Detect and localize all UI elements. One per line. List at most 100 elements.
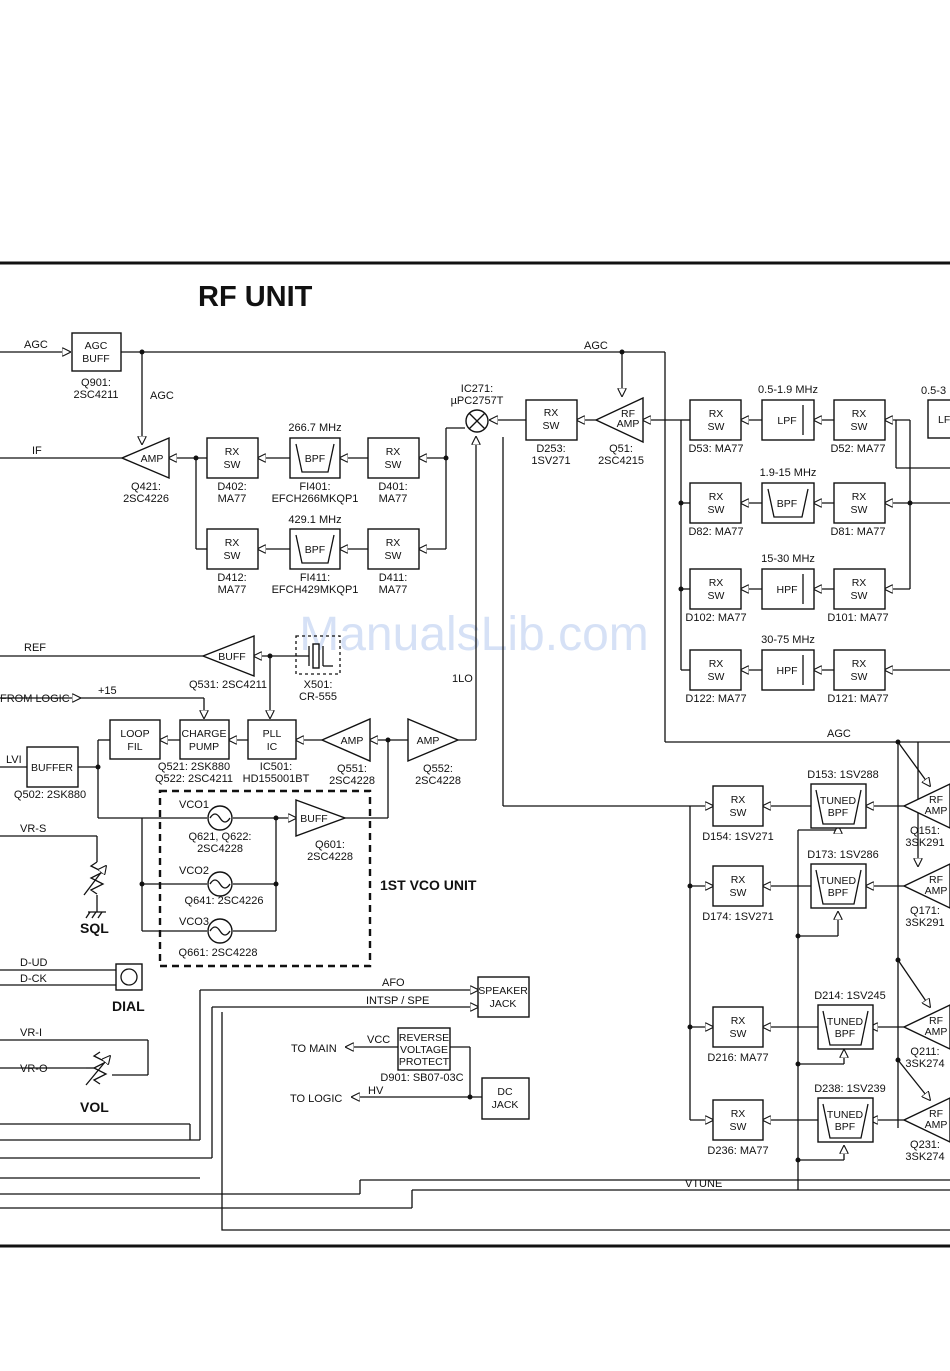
dial-icon xyxy=(115,963,143,991)
amp-q552-block: AMP Q552: 2SC4228 xyxy=(407,717,461,787)
tuned-bpf-label: BPF xyxy=(828,887,848,899)
svg-text:MA77: MA77 xyxy=(218,584,247,596)
tuned-bpf-label: BPF xyxy=(835,1028,855,1040)
rx-sw-right-block xyxy=(833,399,886,441)
svg-text:MA77: MA77 xyxy=(379,584,408,596)
svg-text:2SC4228: 2SC4228 xyxy=(329,775,375,787)
rx-sw-left-block xyxy=(689,568,742,610)
svg-text:IC501:: IC501: xyxy=(260,761,292,773)
filter-freq-label: 0.5-1.9 MHz xyxy=(758,384,818,396)
rx-sw-part: D174: 1SV271 xyxy=(702,911,774,923)
rx-sw-label: RX xyxy=(731,1015,746,1027)
rx-sw-left-block xyxy=(689,482,742,524)
svg-text:SW: SW xyxy=(543,420,560,432)
rx-sw-right-label: RX xyxy=(852,408,867,420)
rf-amp-label: RF xyxy=(929,1015,943,1027)
svg-text:Q51:: Q51: xyxy=(609,443,633,455)
svg-text:Q901:: Q901: xyxy=(81,377,111,389)
svg-text:2SC4228: 2SC4228 xyxy=(415,775,461,787)
svg-text:HD155001BT: HD155001BT xyxy=(243,773,310,785)
svg-text:EFCH429MKQP1: EFCH429MKQP1 xyxy=(272,584,359,596)
svg-text:Q601:: Q601: xyxy=(315,839,345,851)
svg-text:SPEAKER: SPEAKER xyxy=(478,985,528,997)
rx-sw-left-block xyxy=(689,399,742,441)
svg-text:BUFF: BUFF xyxy=(218,651,245,663)
rx-sw-left-part: D53: MA77 xyxy=(688,443,743,455)
svg-text:BUFF: BUFF xyxy=(82,353,109,365)
rx-sw-left-label: SW xyxy=(708,421,725,433)
svg-text:Q521: 2SK880: Q521: 2SK880 xyxy=(158,761,230,773)
to-logic-label: TO LOGIC xyxy=(290,1093,342,1105)
filter-freq-label: 1.9-15 MHz xyxy=(760,467,817,479)
buffer-q502-block: BUFFER Q502: 2SK880 xyxy=(14,746,86,801)
dial-label: DIAL xyxy=(112,998,145,1014)
vco3-oscillator-icon: VCO3 Q661: 2SC4228 xyxy=(179,916,258,959)
loop-fil-block: LOOP FIL xyxy=(109,719,161,760)
tuned-label: TUNED xyxy=(820,875,857,887)
tuned-bpf-block xyxy=(810,863,867,909)
buff-q601-block: BUFF Q601: 2SC4228 xyxy=(295,798,353,863)
svg-text:SW: SW xyxy=(385,459,402,471)
svg-text:Q641: 2SC4226: Q641: 2SC4226 xyxy=(185,895,264,907)
vr-i-label: VR-I xyxy=(20,1027,42,1039)
svg-text:Q621, Q622:: Q621, Q622: xyxy=(189,831,252,843)
rf-amp-label: RF xyxy=(929,1108,943,1120)
svg-text:X501:: X501: xyxy=(304,679,333,691)
rx-sw-right-label: SW xyxy=(851,671,868,683)
vr-o-label: VR-O xyxy=(20,1063,48,1075)
svg-text:PROTECT: PROTECT xyxy=(399,1056,450,1068)
rx-sw-right-block xyxy=(833,649,886,691)
bpf-fi411-block: 429.1 MHz BPF FI411: EFCH429MKQP1 xyxy=(272,514,359,596)
tuned-bpf-shape-icon xyxy=(815,789,862,825)
rx-sw-d401-block: RX SW D401: MA77 xyxy=(367,437,420,505)
svg-text:Q522: 2SC4211: Q522: 2SC4211 xyxy=(155,773,233,785)
tuned-bpf-shape-icon xyxy=(822,1010,869,1046)
agc-drop-label: AGC xyxy=(150,390,174,402)
charge-pump-block: CHARGE PUMP Q521: 2SK880 Q522: 2SC4211 xyxy=(155,719,233,785)
rx-sw-label: SW xyxy=(730,807,747,819)
vco-unit-label: 1ST VCO UNIT xyxy=(380,877,477,893)
filter-block xyxy=(761,568,815,610)
lo-label: 1LO xyxy=(452,673,473,685)
svg-text:Q531: 2SC4211: Q531: 2SC4211 xyxy=(189,679,267,691)
svg-text:JACK: JACK xyxy=(490,998,517,1010)
svg-text:D401:: D401: xyxy=(378,481,407,493)
rx-sw-right-part: D81: MA77 xyxy=(830,526,885,538)
sql-potentiometer-icon xyxy=(83,861,106,919)
rx-sw-right-part: D101: MA77 xyxy=(827,612,888,624)
rf-amp-q51-block: RF AMP Q51: 2SC4215 xyxy=(594,396,644,467)
rx-sw-right-label: SW xyxy=(851,590,868,602)
rx-sw-d402-block: RX SW D402: MA77 xyxy=(206,437,259,505)
rx-sw-left-label: RX xyxy=(709,577,724,589)
svg-text:REVERSE: REVERSE xyxy=(399,1032,449,1044)
mixer-ic271-icon: IC271: µPC2757T xyxy=(451,383,504,433)
rx-sw-right-label: RX xyxy=(852,577,867,589)
svg-text:IC: IC xyxy=(267,741,278,753)
junction-dots xyxy=(95,349,913,1163)
svg-text:SW: SW xyxy=(224,459,241,471)
tuned-bpf-part: D238: 1SV239 xyxy=(814,1083,886,1095)
rx-sw-label: RX xyxy=(731,1108,746,1120)
rx-sw-right-part: D121: MA77 xyxy=(827,693,888,705)
left-signal-labels: AGC IF REF FROM LOGIC +15 LVI VR-S D-UD … xyxy=(0,339,117,1075)
vol-label: VOL xyxy=(80,1099,109,1115)
wires xyxy=(0,352,950,1231)
svg-text:BUFF: BUFF xyxy=(300,813,327,825)
rf-amp-label: RF xyxy=(929,874,943,886)
svg-text:429.1 MHz: 429.1 MHz xyxy=(288,514,341,526)
rf-amp-part: Q171: xyxy=(910,905,940,917)
svg-text:µPC2757T: µPC2757T xyxy=(451,395,504,407)
svg-text:AMP: AMP xyxy=(417,735,440,747)
agc-mid-label: AGC xyxy=(827,728,851,740)
filter-block xyxy=(761,399,815,441)
afo-label: AFO xyxy=(382,977,405,989)
rx-sw-block xyxy=(712,1006,764,1048)
rf-amp-part: Q211: xyxy=(910,1046,939,1058)
rx-sw-label: RX xyxy=(731,794,746,806)
filter-type-label: LPF xyxy=(777,415,796,427)
svg-text:MA77: MA77 xyxy=(218,493,247,505)
